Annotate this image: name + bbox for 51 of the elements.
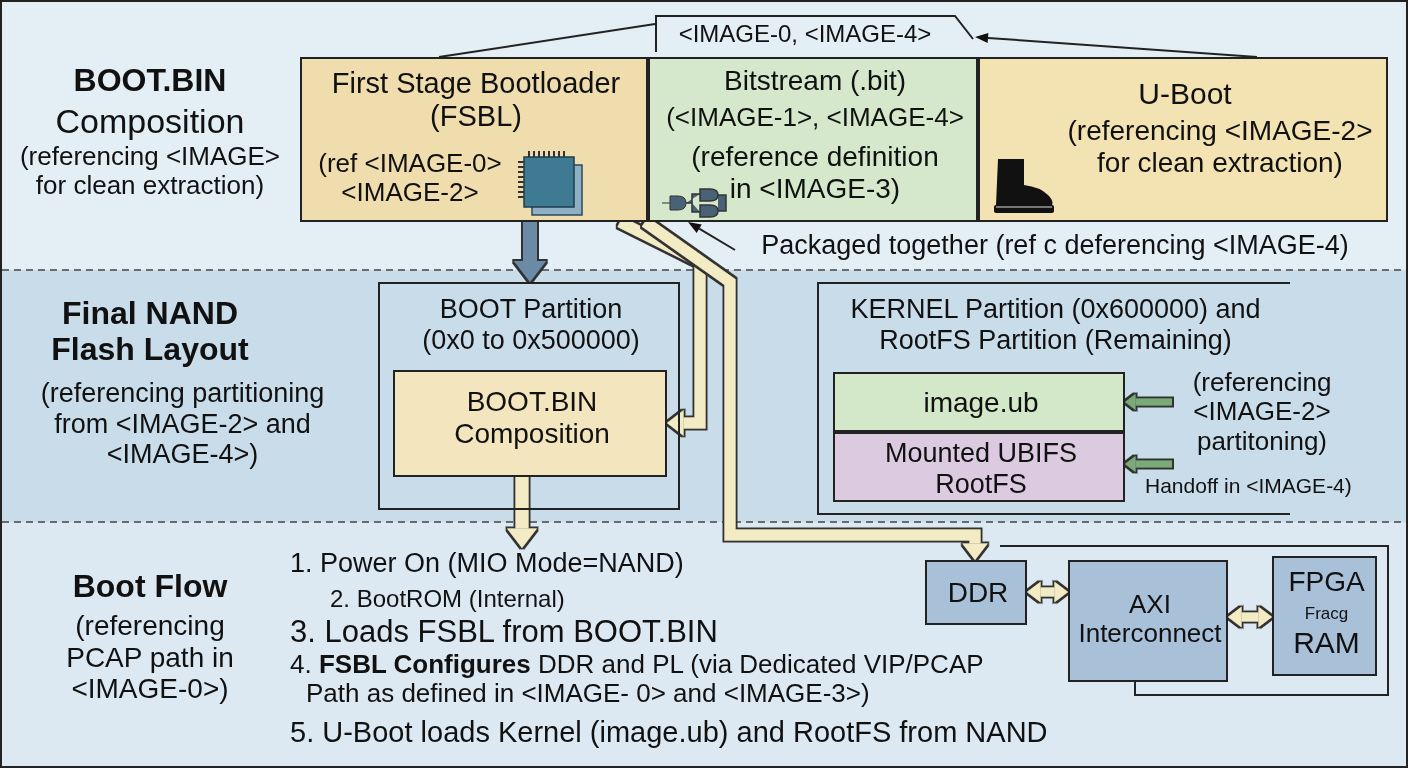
annotation-text: Packaged together (ref c deferencing <IMAGE-4) xyxy=(735,230,1375,264)
fpga-box xyxy=(1272,556,1377,676)
section-note: (referencing PCAP path in <IMAGE-0>) xyxy=(65,610,235,705)
box-text: (<IMAGE-1>, <IMAGE-4> xyxy=(665,103,965,133)
box-text: (referencing <IMAGE-2> for clean extraction) xyxy=(1066,115,1374,179)
step-text: 1. Power On (MIO Mode=NAND) xyxy=(290,548,760,582)
box-title: Bitstream (.bit) xyxy=(723,65,907,97)
composition-box xyxy=(393,370,667,477)
box-title: AXI Interconnect xyxy=(1077,590,1223,649)
step-text: 5. U-Boot loads Kernel (image.ub) and RootFS from NAND xyxy=(290,716,1049,749)
box-title: KERNEL Partition (0x600000) and RootFS Partition (Remaining) xyxy=(849,294,1262,355)
box-title: Mounted UBIFS RootFS xyxy=(883,438,1079,499)
arrow xyxy=(975,32,1258,58)
box-title: FPGA xyxy=(1287,566,1366,598)
bitstream-box xyxy=(648,57,978,222)
box-text: Fracg xyxy=(1303,604,1350,624)
box-title: BOOT Partition (0x0 to 0x500000) xyxy=(421,294,641,355)
block-arrow xyxy=(1228,606,1272,628)
connector-line xyxy=(438,23,656,58)
section-note: (referencing <IMAGE> for clean extraction) xyxy=(18,142,282,201)
tab-label-box xyxy=(655,15,975,52)
fsbl-box xyxy=(300,57,648,222)
block-arrow xyxy=(1027,581,1068,603)
box-title: U-Boot xyxy=(1137,77,1233,111)
box-title: image.ub xyxy=(922,387,1040,419)
section-heading: Boot Flow xyxy=(71,568,229,605)
section-heading: Final NAND Flash Layout xyxy=(50,295,250,368)
rootfs-box xyxy=(833,432,1125,502)
memory-box xyxy=(925,560,1027,625)
box-title: DDR xyxy=(946,577,1010,609)
section-subheading: Composition xyxy=(54,102,246,141)
block-arrow xyxy=(507,477,537,548)
block-arrow xyxy=(513,222,547,282)
image-box xyxy=(833,372,1125,432)
step-text: 4. FSBL Configures DDR and PL (via Dedicated VIP/PCAP Path as defined in <IMAGE- 0> and <IMAGE-3>) xyxy=(290,650,985,709)
box-title: BOOT.BIN Composition xyxy=(453,386,611,450)
step-text: 2. BootROM (Internal) xyxy=(330,585,566,613)
interconnect-box xyxy=(1068,560,1228,682)
box-title: First Stage Bootloader (FSBL) xyxy=(330,67,622,133)
section-heading: BOOT.BIN xyxy=(72,62,228,99)
bootloader-box xyxy=(978,57,1388,222)
box-text: (reference definition in <IMAGE-3) xyxy=(690,141,940,205)
step-text: 3. Loads FSBL from BOOT.BIN xyxy=(290,614,719,649)
arrow xyxy=(688,222,736,251)
box-text: (ref <IMAGE-0> <IMAGE-2> xyxy=(317,149,503,208)
annotation-text: (referencing <IMAGE-2> partitoning) xyxy=(1172,368,1352,472)
box-text: RAM xyxy=(1292,626,1361,660)
box-title: <IMAGE-0, <IMAGE-4> xyxy=(677,20,933,48)
section-note: (referencing partitioning from <IMAGE-2> and <IMAGE-4>) xyxy=(39,378,326,470)
annotation-text: Handoff in <IMAGE-4) xyxy=(1145,474,1353,498)
partition-box xyxy=(378,282,680,510)
